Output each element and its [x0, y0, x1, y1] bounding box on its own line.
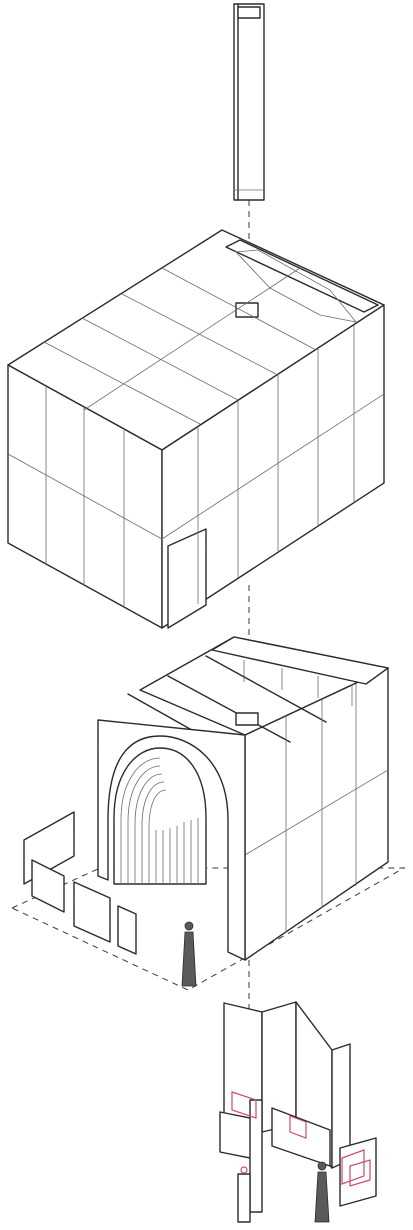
chimney: [233, 3, 265, 201]
accent-objects: [231, 1091, 371, 1187]
loose-panels: [23, 811, 137, 955]
arched-curtain: [113, 747, 207, 885]
interior-fittings: [219, 1001, 377, 1223]
roof-shell: [7, 229, 385, 629]
arched-core: [10, 636, 406, 991]
human-figure: [181, 921, 197, 987]
human-figure-lower: [314, 1161, 330, 1223]
